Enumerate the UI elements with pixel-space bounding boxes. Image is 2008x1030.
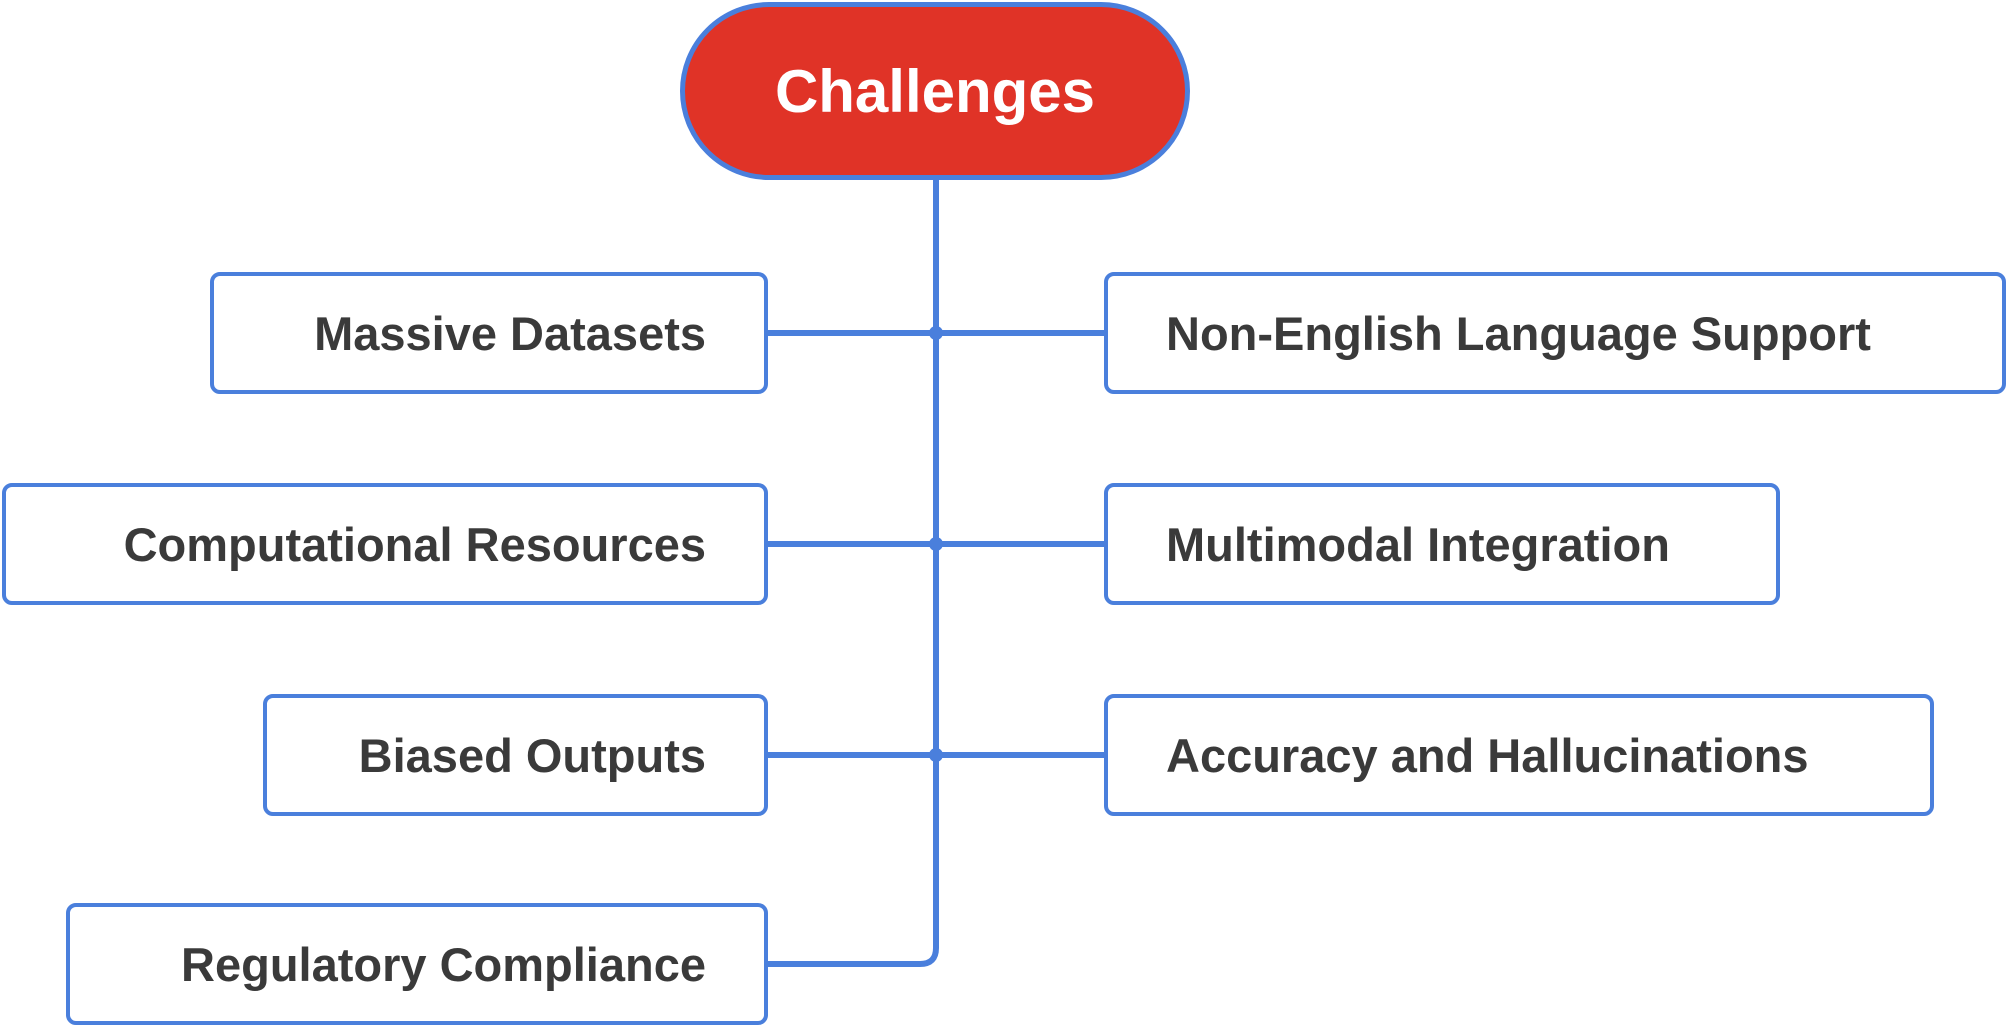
- node-massive-datasets: Massive Datasets: [210, 272, 768, 394]
- node-label: Regulatory Compliance: [181, 937, 706, 991]
- node-multimodal-integration: Multimodal Integration: [1104, 483, 1780, 605]
- node-label: Accuracy and Hallucinations: [1166, 728, 1809, 782]
- node-label: Biased Outputs: [358, 728, 706, 782]
- node-label: Massive Datasets: [314, 306, 706, 360]
- trunk-line: [765, 177, 939, 967]
- node-label: Non-English Language Support: [1166, 306, 1871, 360]
- node-computational-resources: Computational Resources: [2, 483, 768, 605]
- node-accuracy-and-hallucinations: Accuracy and Hallucinations: [1104, 694, 1934, 816]
- node-label: Multimodal Integration: [1166, 517, 1670, 571]
- node-regulatory-compliance: Regulatory Compliance: [66, 903, 768, 1025]
- node-biased-outputs: Biased Outputs: [263, 694, 768, 816]
- root-node-challenges: Challenges: [680, 2, 1190, 180]
- node-label: Computational Resources: [123, 517, 706, 571]
- root-label: Challenges: [774, 57, 1096, 125]
- node-non-english-language-support: Non-English Language Support: [1104, 272, 2006, 394]
